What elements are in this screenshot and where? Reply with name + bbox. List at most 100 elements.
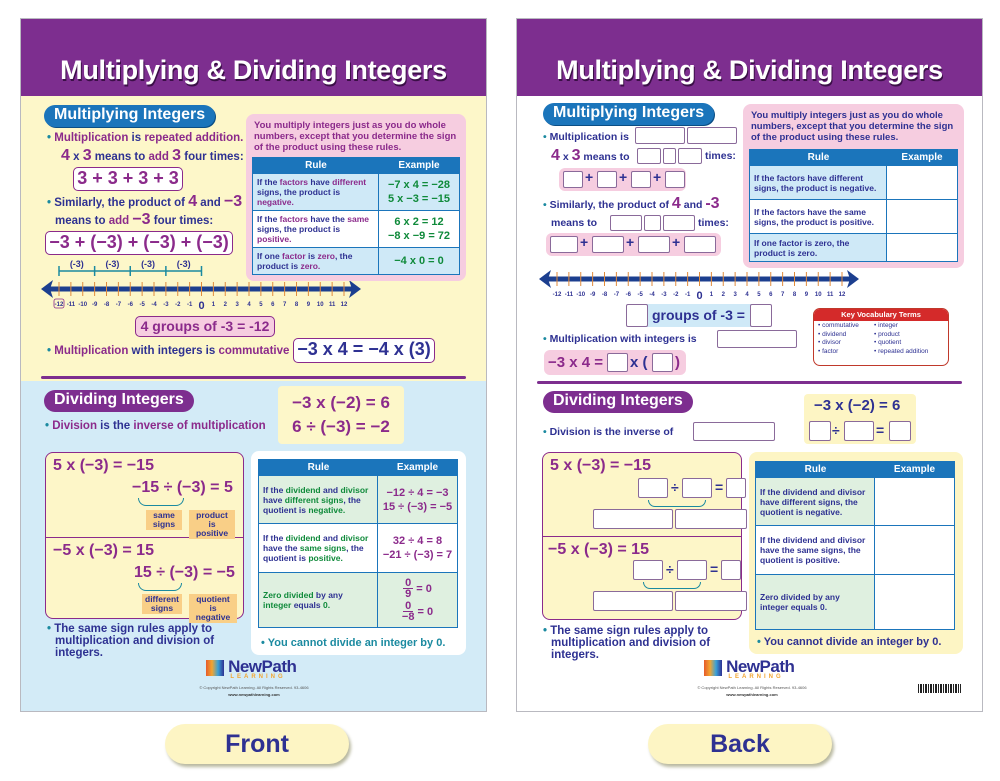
tick-label: 7 bbox=[781, 292, 785, 298]
tick-label: 9 bbox=[307, 302, 311, 308]
times-text: times: bbox=[705, 150, 736, 162]
text-line: multiplication and division of bbox=[55, 635, 215, 647]
divide-sign: ÷ bbox=[832, 422, 840, 438]
text-segment: factors bbox=[279, 177, 309, 187]
answer-box bbox=[665, 171, 685, 188]
example: 6 x 2 = 12 bbox=[394, 216, 444, 228]
answer-box bbox=[635, 127, 685, 144]
jump-label: (-3) bbox=[141, 259, 155, 269]
example-cell: 32 ÷ 4 = 8−21 ÷ (−3) = 7 bbox=[378, 524, 457, 572]
table-row: If the factors have different signs, the… bbox=[253, 173, 459, 210]
tick-label: 0 bbox=[198, 300, 204, 312]
vocab-term: • product bbox=[874, 330, 900, 338]
poster-title: Multiplying & Dividing Integers bbox=[556, 55, 943, 85]
tick-label: -3 bbox=[163, 302, 169, 308]
text-segment: 0. bbox=[323, 600, 331, 610]
rules-info-box: You multiply integers just as you do who… bbox=[246, 114, 466, 281]
rule-cell: Zero divided by any integer equals 0. bbox=[756, 575, 875, 629]
same-rules-text: The same sign rules apply to multiplicat… bbox=[47, 623, 214, 659]
example-blank bbox=[875, 575, 954, 629]
tick-label: -12 bbox=[55, 302, 64, 308]
text-segment: dividend bbox=[285, 484, 321, 495]
numerator: 0 bbox=[403, 577, 414, 589]
answer-highlight bbox=[53, 298, 65, 309]
rule-text: If the factors have different signs, the… bbox=[257, 177, 374, 207]
groups-box: groups of -3 = bbox=[626, 304, 772, 327]
times-text: times: bbox=[698, 217, 729, 229]
text-segment: , the product is bbox=[257, 251, 353, 271]
numerator: 0 bbox=[403, 600, 414, 612]
tick-label: -8 bbox=[602, 292, 608, 298]
text-segment: −3 bbox=[132, 211, 151, 228]
answer-box bbox=[638, 478, 668, 498]
text-segment: 4 bbox=[671, 195, 681, 212]
rule-cell: If the factors have the same signs, the … bbox=[253, 211, 379, 247]
answer-box bbox=[717, 330, 797, 348]
tag: quotient is negative bbox=[189, 594, 237, 623]
example-blank bbox=[875, 478, 954, 525]
similarly-text-2: means to add −3 four times: bbox=[55, 211, 213, 230]
rule-cell: If one factor is zero, the product is ze… bbox=[750, 234, 887, 261]
equation: 5 x (−3) = −15 bbox=[550, 457, 651, 474]
text-segment: Similarly, the product of bbox=[549, 199, 672, 211]
answer-box bbox=[597, 171, 617, 188]
title-banner bbox=[21, 19, 486, 96]
table-row: If the factors have different signs, the… bbox=[750, 165, 957, 199]
text-segment: is the bbox=[96, 420, 134, 432]
table-row: If one factor is zero, the product is ze… bbox=[253, 247, 459, 274]
answer-box bbox=[721, 560, 741, 580]
logo-icon bbox=[703, 659, 722, 676]
brace-icon bbox=[643, 582, 701, 589]
inverse-text: Division is the inverse of multiplicatio… bbox=[45, 417, 265, 435]
answer-box bbox=[563, 171, 583, 188]
text-segment: means to bbox=[55, 215, 109, 227]
text-segment: dividend bbox=[285, 533, 321, 543]
header-example: Example bbox=[893, 464, 936, 475]
answer-box bbox=[682, 478, 712, 498]
text-segment: four times: bbox=[181, 151, 244, 163]
table-row: If the dividend and divisor have the sam… bbox=[756, 525, 954, 574]
text-segment: is bbox=[305, 251, 318, 261]
panel-divider bbox=[46, 537, 243, 538]
rule-cell: If the dividend and divisor have differe… bbox=[259, 476, 378, 523]
answer-box bbox=[610, 215, 642, 231]
means-to-text: means to bbox=[551, 217, 598, 229]
fraction-example: 0−8= 0 bbox=[402, 600, 433, 623]
division-examples-panel: 5 x (−3) = −15 −5 x (−3) = 15 ÷=÷= bbox=[542, 452, 747, 620]
example: −7 x 4 = −28 bbox=[387, 179, 451, 191]
tick-label: 10 bbox=[815, 292, 822, 298]
poster-title: Multiplying & Dividing Integers bbox=[60, 55, 447, 85]
front-poster: Multiplying & Dividing Integers Multiply… bbox=[20, 18, 487, 712]
answer-box bbox=[675, 509, 747, 529]
copyright: © Copyright NewPath Learning. All Rights… bbox=[697, 685, 807, 690]
rule-cell: If one factor is zero, the product is ze… bbox=[253, 248, 379, 274]
cannot-divide-text: You cannot divide an integer by 0. bbox=[261, 634, 446, 652]
tick-label: 6 bbox=[769, 292, 773, 298]
panel-divider bbox=[543, 536, 741, 537]
section-heading: Multiplying Integers bbox=[543, 103, 715, 125]
equation-box: −3 + (−3) + (−3) + (−3) bbox=[45, 231, 233, 255]
text-segment: x bbox=[559, 151, 572, 163]
tick-label: -4 bbox=[151, 302, 157, 308]
tag: same signs bbox=[146, 510, 182, 530]
example-blank bbox=[887, 166, 957, 199]
tick-label: 8 bbox=[793, 292, 797, 298]
rule-text: If the factors have the same signs, the … bbox=[257, 214, 374, 244]
table-row: If the factors have the same signs, the … bbox=[750, 199, 957, 233]
vocab-term: • integer bbox=[874, 322, 898, 329]
commutative-box: −3 x 4 = −4 x (3) bbox=[293, 338, 435, 363]
tick-label: 4 bbox=[247, 302, 251, 308]
section-heading: Dividing Integers bbox=[543, 391, 693, 413]
section-divider bbox=[41, 376, 466, 379]
text-segment: means to bbox=[580, 151, 630, 163]
tick-label: 0 bbox=[696, 290, 702, 302]
tag: different signs bbox=[142, 594, 182, 614]
header-rule: Rule bbox=[305, 160, 327, 171]
answer-box bbox=[626, 304, 648, 327]
table-row: If the dividend and divisor have differe… bbox=[259, 475, 457, 523]
